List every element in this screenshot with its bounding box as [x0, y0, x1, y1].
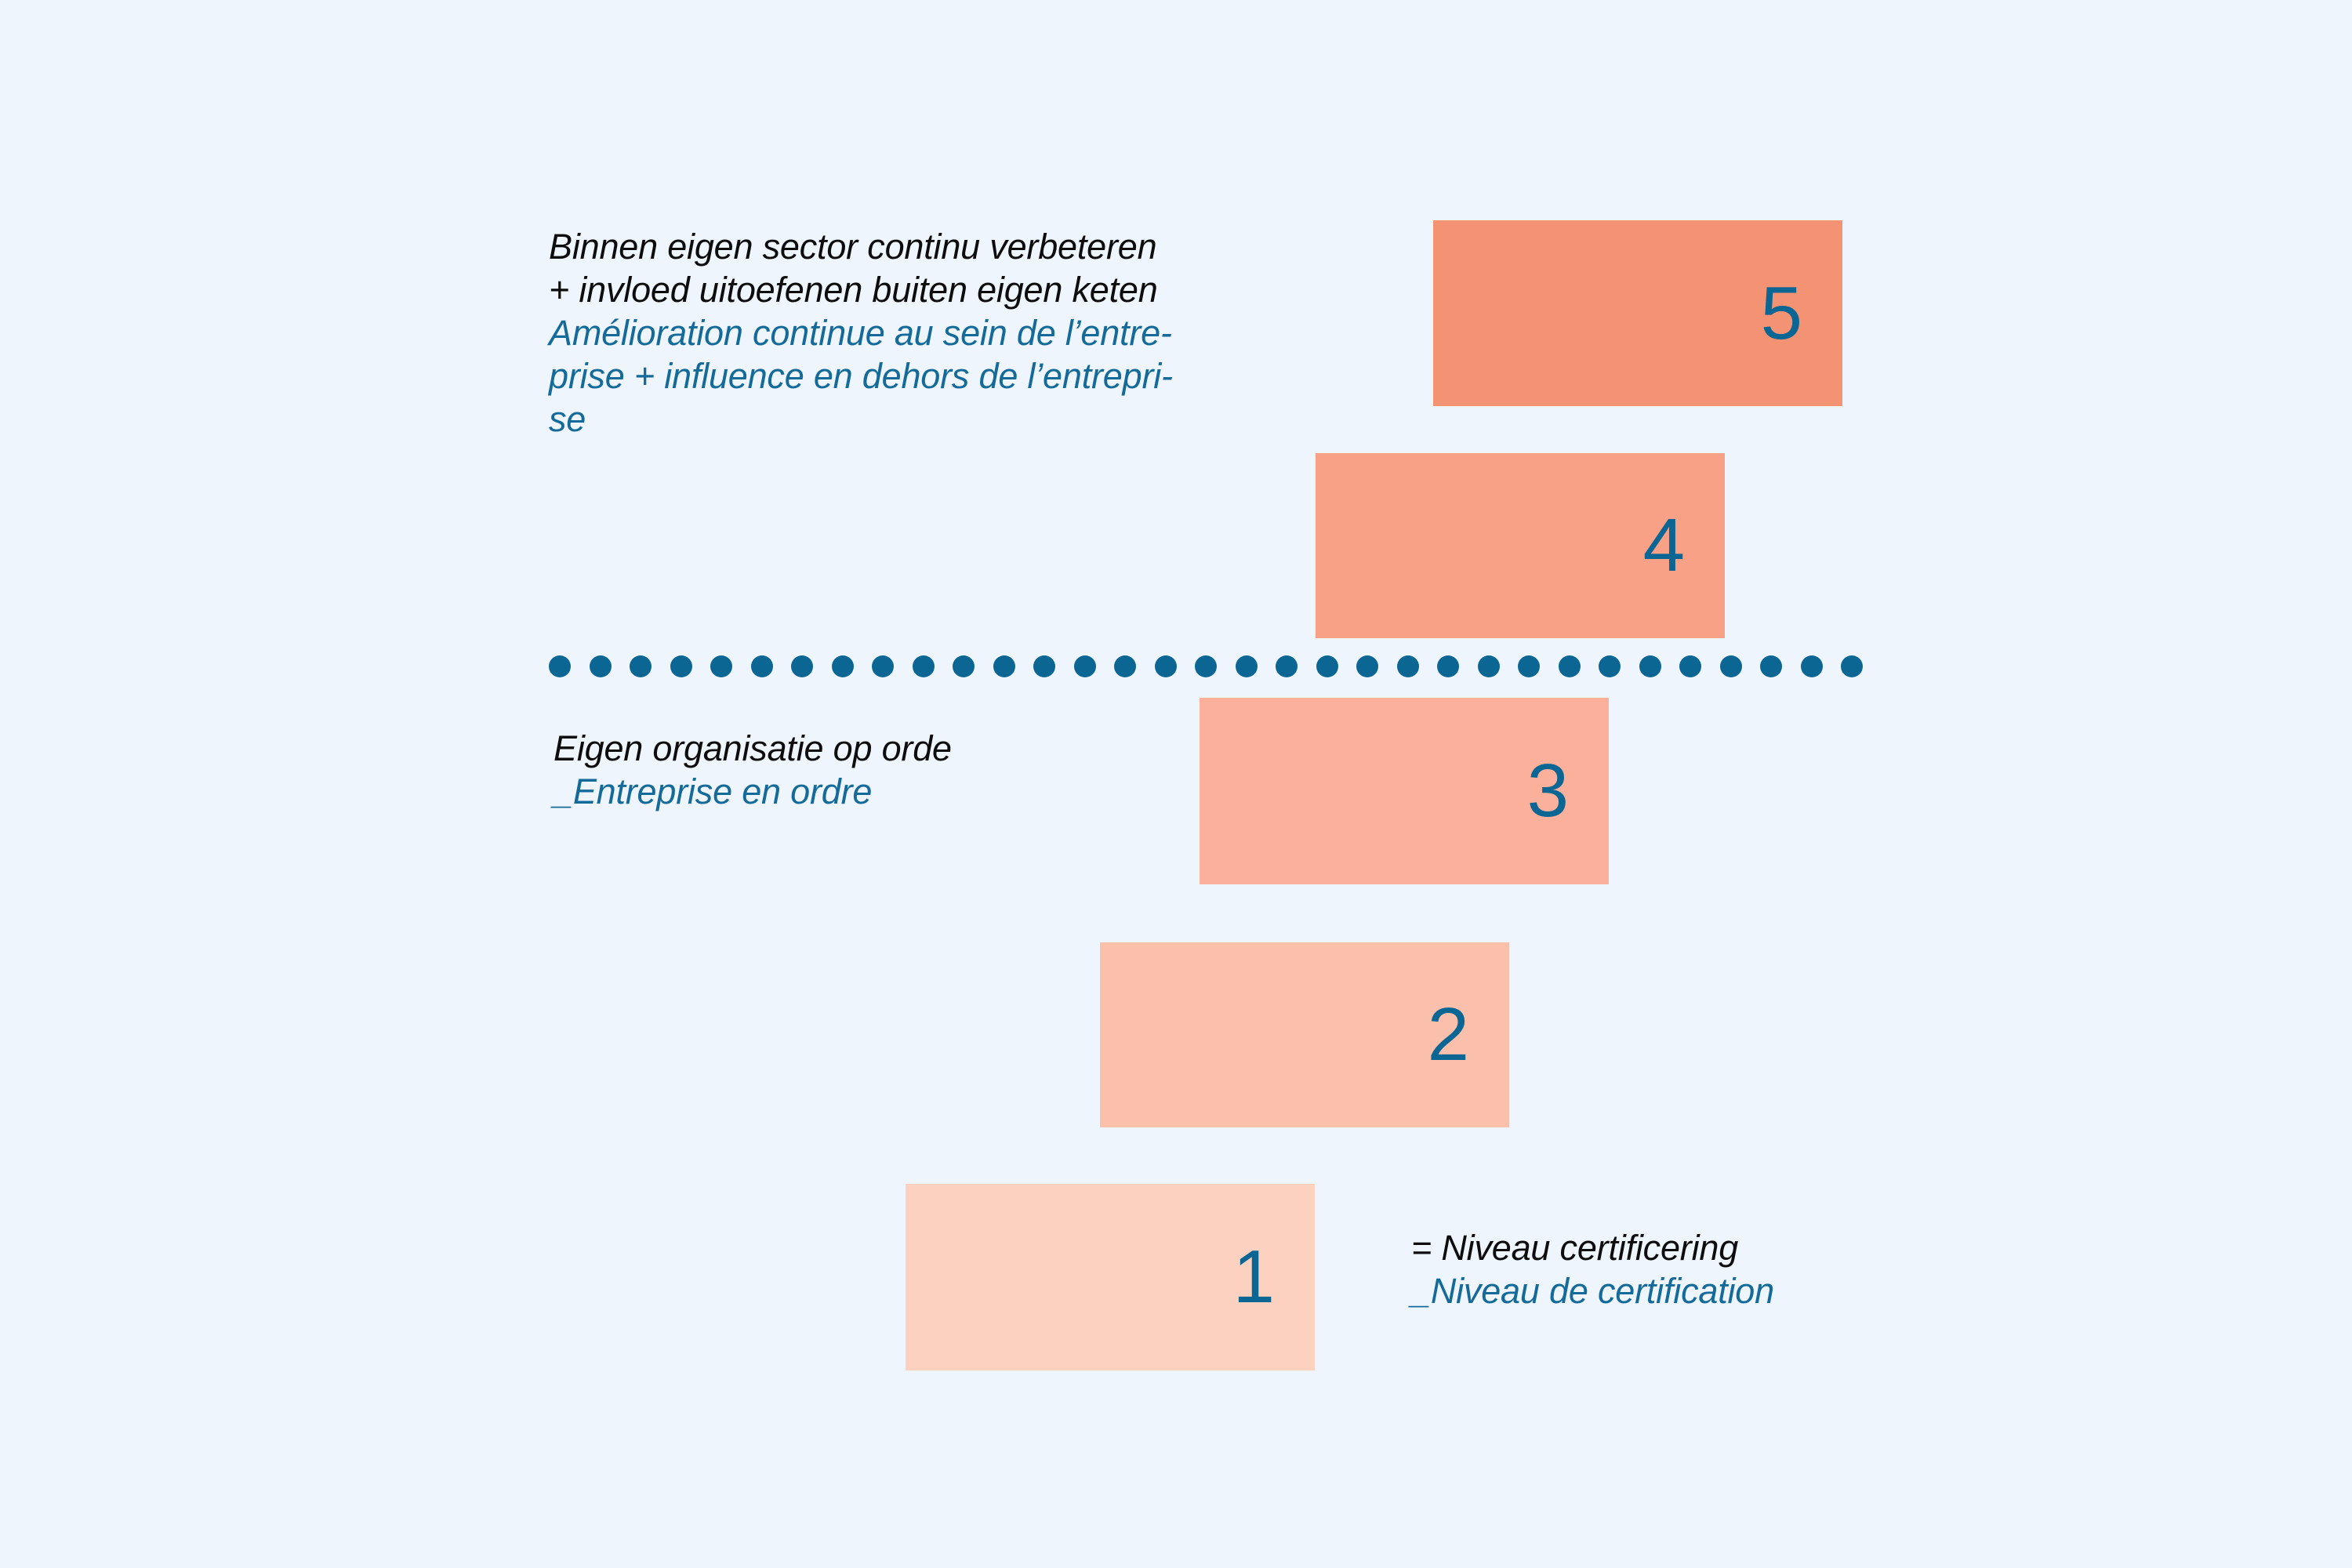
separator-dot	[953, 655, 975, 677]
separator-dot	[1477, 655, 1500, 677]
separator-dot	[589, 655, 612, 677]
separator-dot	[1276, 655, 1298, 677]
middle-annotation-text: Eigen organisatie op orde _Entreprise en…	[554, 728, 1102, 814]
certification-legend-fr-line-1: _Niveau de certification	[1411, 1270, 1774, 1311]
separator-dot	[1396, 655, 1419, 677]
upper-annotation-nl-line-1: Binnen eigen sector continu verbeteren	[549, 227, 1157, 267]
separator-dot	[1195, 655, 1217, 677]
separator-dot	[831, 655, 854, 677]
bar-level-4-label: 4	[1642, 503, 1685, 587]
separator-dot	[1841, 655, 1863, 677]
separator-dot	[872, 655, 894, 677]
bar-level-4[interactable]: 4	[1316, 453, 1725, 638]
separator-dot	[1114, 655, 1136, 677]
separator-dot	[993, 655, 1015, 677]
separator-dot	[1437, 655, 1459, 677]
bar-level-2-label: 2	[1427, 993, 1469, 1076]
bar-level-5[interactable]: 5	[1433, 220, 1842, 406]
separator-dot	[1356, 655, 1378, 677]
separator-dot	[630, 655, 652, 677]
upper-annotation-fr-line-3: se	[549, 398, 586, 439]
dotted-separator-line	[549, 655, 1863, 678]
upper-annotation-fr-line-2: prise + influence en dehors de l’entrepr…	[549, 355, 1173, 396]
separator-dot	[710, 655, 732, 677]
upper-annotation-fr-line-1: Amélioration continue au sein de l’entre…	[549, 312, 1172, 353]
separator-dot	[750, 655, 773, 677]
separator-dot	[1639, 655, 1661, 677]
separator-dot	[1518, 655, 1540, 677]
bar-level-3-label: 3	[1526, 749, 1569, 833]
separator-dot	[1760, 655, 1782, 677]
separator-dot	[1235, 655, 1258, 677]
separator-dot	[791, 655, 813, 677]
bar-level-3[interactable]: 3	[1200, 698, 1609, 884]
bar-level-5-label: 5	[1760, 270, 1802, 355]
certification-legend-nl-line-1: = Niveau certificering	[1411, 1228, 1739, 1268]
separator-dot	[1800, 655, 1823, 677]
upper-annotation-text: Binnen eigen sector continu verbeteren +…	[549, 226, 1348, 441]
bar-level-1-label: 1	[1232, 1235, 1275, 1319]
separator-dot	[1599, 655, 1621, 677]
separator-dot	[1316, 655, 1338, 677]
separator-dot	[1679, 655, 1701, 677]
certification-legend-text: = Niveau certificering _Niveau de certif…	[1411, 1227, 1913, 1313]
separator-dot	[1033, 655, 1055, 677]
bar-level-2[interactable]: 2	[1100, 942, 1509, 1127]
separator-dot	[670, 655, 692, 677]
separator-dot	[549, 655, 571, 677]
separator-dot	[1558, 655, 1581, 677]
middle-annotation-fr-line-1: _Entreprise en ordre	[554, 771, 873, 811]
separator-dot	[1154, 655, 1177, 677]
separator-dot	[912, 655, 935, 677]
separator-dot	[1719, 655, 1742, 677]
bar-level-1[interactable]: 1	[906, 1184, 1315, 1370]
separator-dot	[1073, 655, 1096, 677]
middle-annotation-nl-line-1: Eigen organisatie op orde	[554, 728, 952, 768]
upper-annotation-nl-line-2: + invloed uitoefenen buiten eigen keten	[549, 269, 1158, 310]
